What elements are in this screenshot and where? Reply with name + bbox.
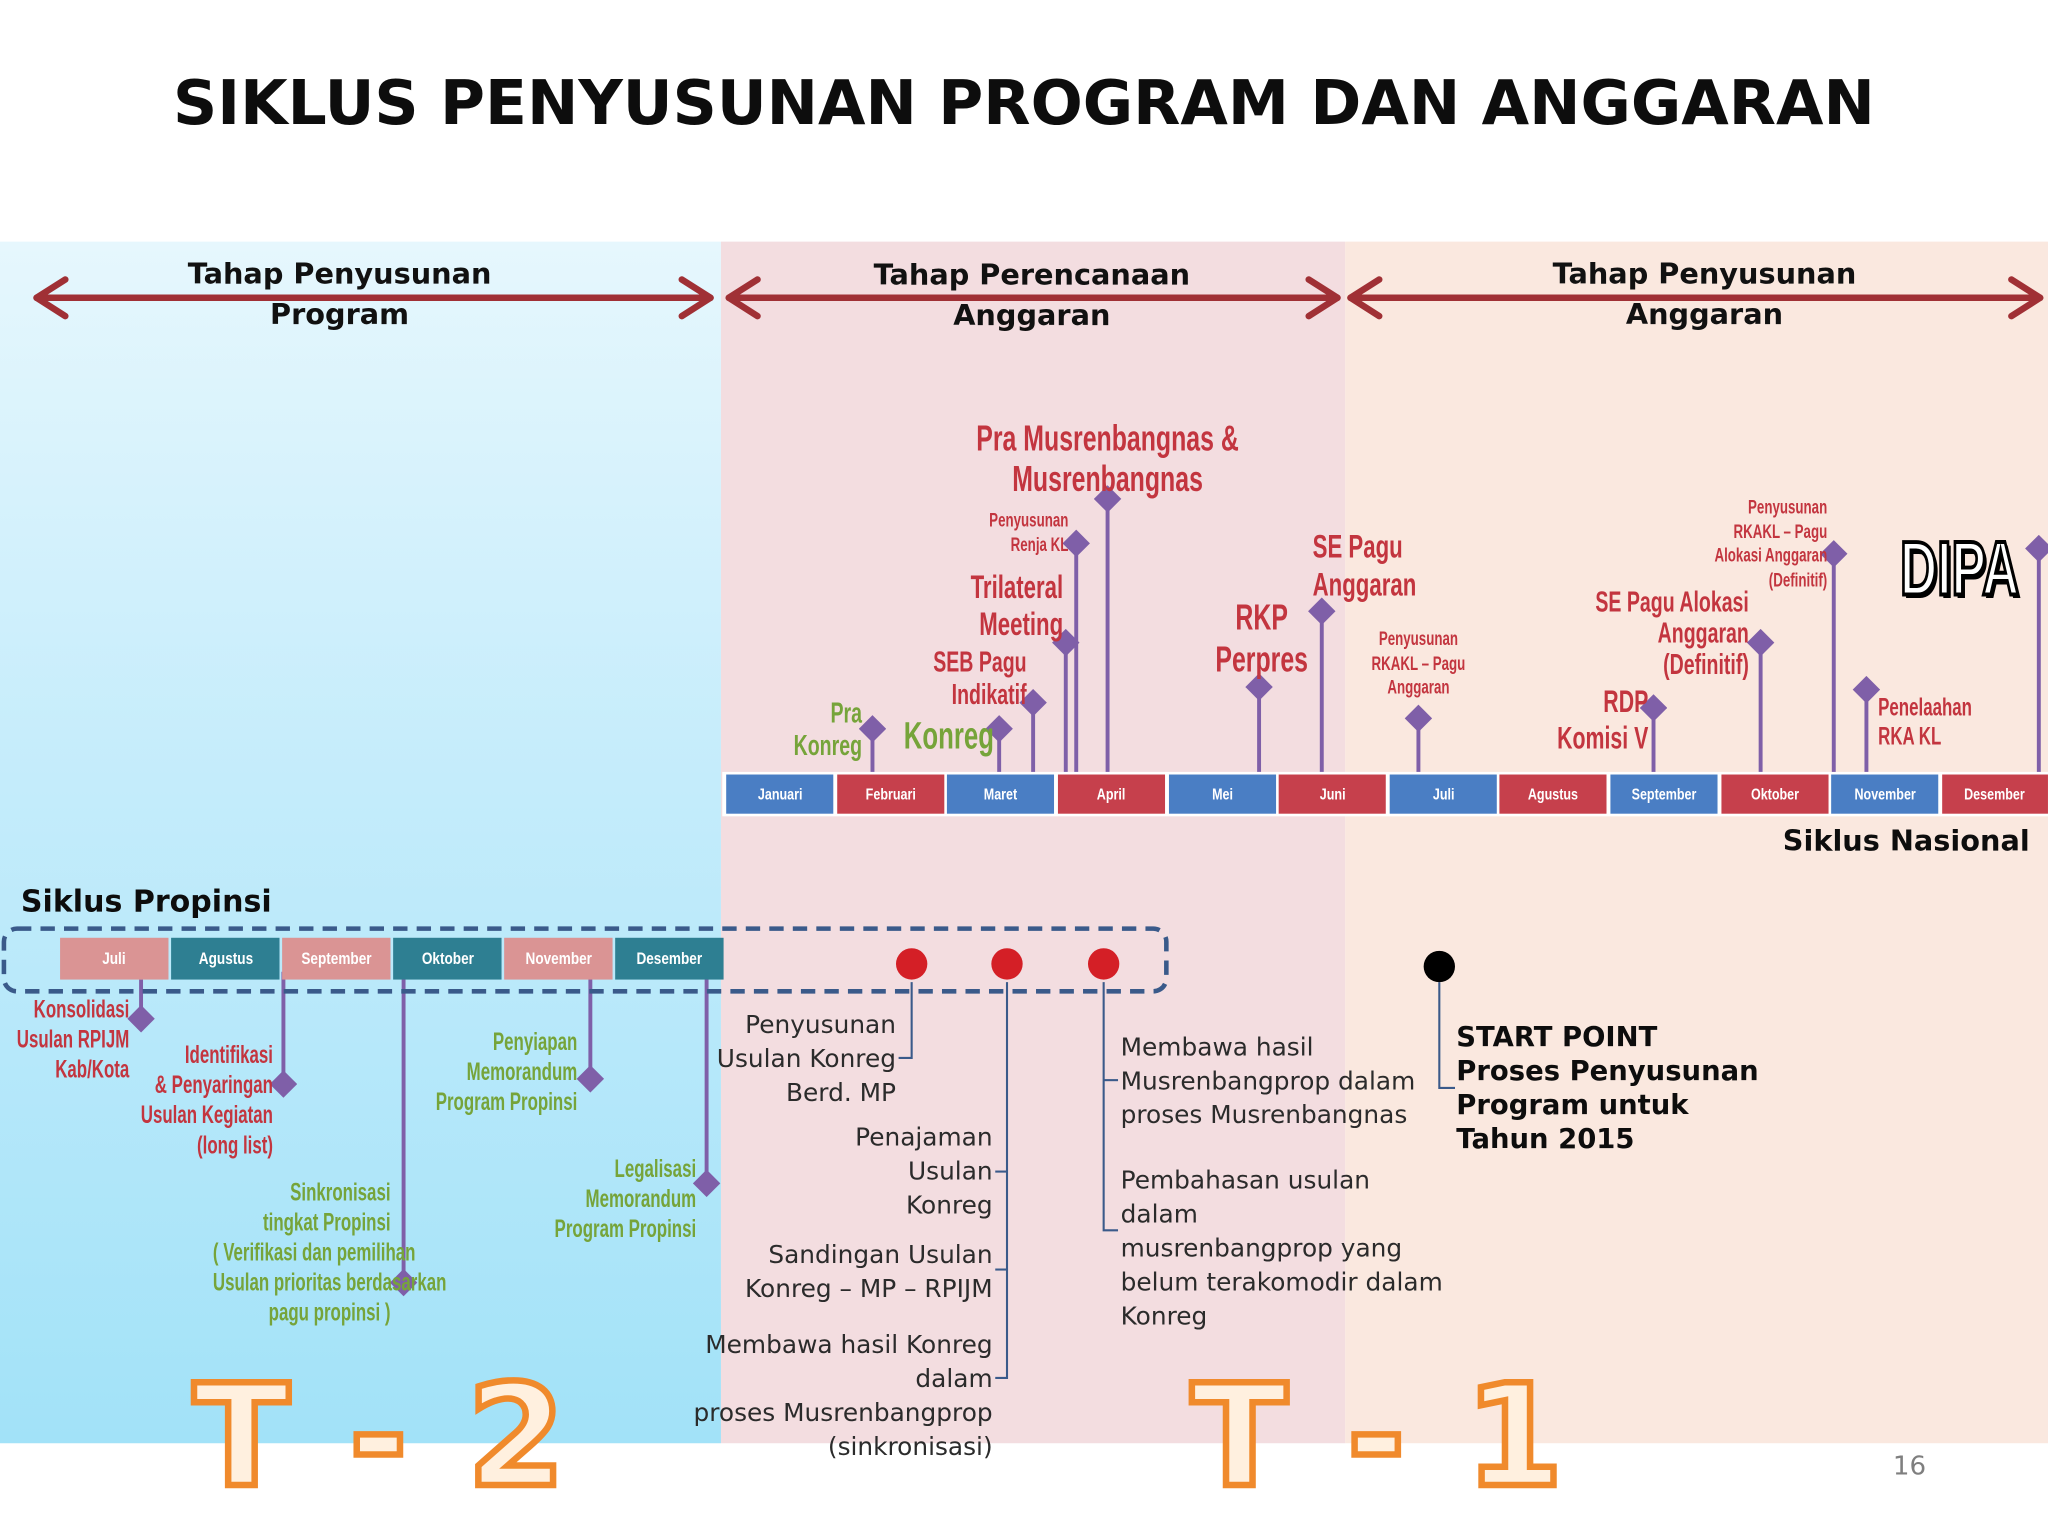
note-brackets (898, 982, 1455, 1379)
provincial-event-connectors (127, 971, 721, 1297)
month-november: November (1831, 774, 1939, 814)
prov-month-september: September (282, 937, 391, 980)
prov-month-juli: Juli (60, 937, 169, 980)
month-maret: Maret (946, 774, 1055, 814)
phase-arrows (33, 276, 2044, 320)
label-t-minus-1: T - 1 (1188, 1355, 1569, 1519)
month-januari: Januari (726, 774, 834, 814)
start-point-dot (1423, 950, 1455, 983)
prov-month-agustus: Agustus (171, 937, 280, 980)
provincial-dashed-box (1, 926, 1169, 994)
prov-month-desember: Desember (615, 937, 724, 980)
month-mei: Mei (1168, 774, 1277, 814)
label-t-minus-2: T - 2 (190, 1355, 571, 1519)
konreg-dot-1 (895, 948, 928, 980)
phase-panel-penyusunan-anggaran (1345, 241, 2048, 1444)
konreg-dot-2 (991, 948, 1023, 980)
month-februari: Februari (837, 774, 945, 814)
month-agustus: Agustus (1499, 774, 1607, 814)
event-pra-musrenbangnas: Pra Musrenbangnas &Musrenbangnas (976, 417, 1239, 499)
prov-month-oktober: Oktober (393, 937, 502, 980)
phase-panel-program (0, 241, 721, 1444)
siklus-propinsi-label: Siklus Propinsi (20, 885, 272, 920)
month-juni: Juni (1278, 774, 1386, 814)
event-konreg: Konreg (903, 715, 994, 758)
siklus-nasional-label: Siklus Nasional (1782, 825, 2030, 859)
month-desember: Desember (1942, 774, 2048, 814)
month-april: April (1057, 774, 1166, 814)
event-dipa: DIPA (1899, 526, 2021, 612)
prov-month-november: November (504, 937, 613, 980)
page-number: 16 (1892, 1449, 1927, 1482)
month-juli: Juli (1389, 774, 1497, 814)
phase-panel-perencanaan (720, 241, 1346, 1444)
slide-title: SIKLUS PENYUSUNAN PROGRAM DAN ANGGARAN (173, 67, 1875, 140)
konreg-dot-3 (1087, 948, 1120, 980)
national-event-connectors (858, 485, 2048, 779)
month-september: September (1610, 774, 1718, 814)
month-oktober: Oktober (1721, 774, 1829, 814)
